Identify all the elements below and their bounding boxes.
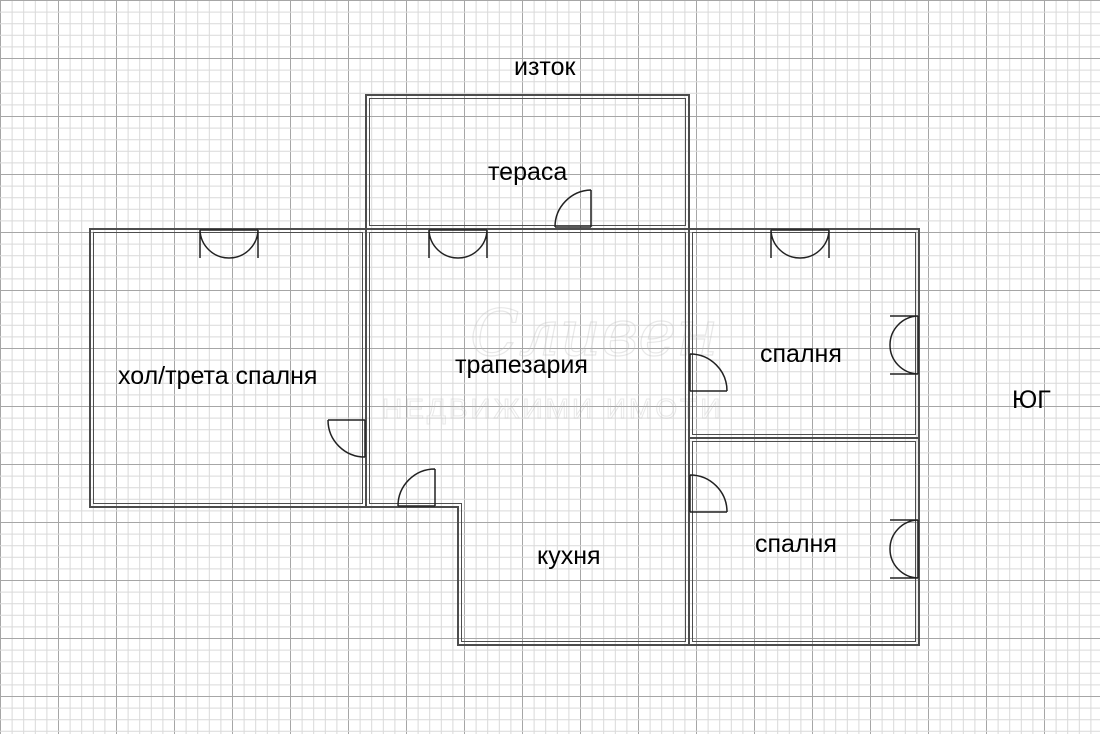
room-label-bedroom-bottom: спалня [755, 530, 837, 558]
window-bedroom-bottom-side [889, 519, 919, 579]
bedroom-top-wall-inner [692, 232, 916, 435]
room-label-dining: трапезария [455, 351, 588, 379]
direction-south-label: ЮГ [1012, 386, 1051, 414]
bedroom-bottom-wall-inner [692, 441, 916, 642]
door-terrace [554, 189, 592, 228]
direction-east-label: изток [514, 53, 576, 81]
watermark-script: Сливен [470, 297, 718, 371]
door-kitchen [397, 468, 436, 507]
room-label-hall: хол/трета спалня [118, 362, 318, 390]
hall-wall-inner [93, 232, 363, 504]
door-bedroom-top [689, 353, 728, 392]
door-hall [327, 419, 366, 458]
watermark-caption: НЕДВИЖИМИ ИМОТИ [382, 393, 723, 424]
window-hall [199, 229, 259, 259]
windows-and-doors [199, 189, 919, 579]
room-label-kitchen: кухня [537, 542, 601, 570]
walls [89, 94, 920, 646]
dining-kitchen-wall-inner [369, 232, 686, 642]
window-bedroom-top [770, 229, 830, 259]
room-label-bedroom-top: спалня [760, 340, 842, 368]
window-dining [428, 229, 488, 259]
dining-kitchen-wall [365, 228, 690, 646]
door-bedroom-bottom [689, 474, 728, 513]
room-label-terrace: тераса [488, 158, 568, 186]
window-bedroom-top-side [889, 315, 919, 375]
bedroom-bottom-wall [688, 437, 920, 646]
terrace-wall-inner [369, 98, 686, 226]
watermark: Сливен НЕДВИЖИМИ ИМОТИ [382, 296, 723, 424]
